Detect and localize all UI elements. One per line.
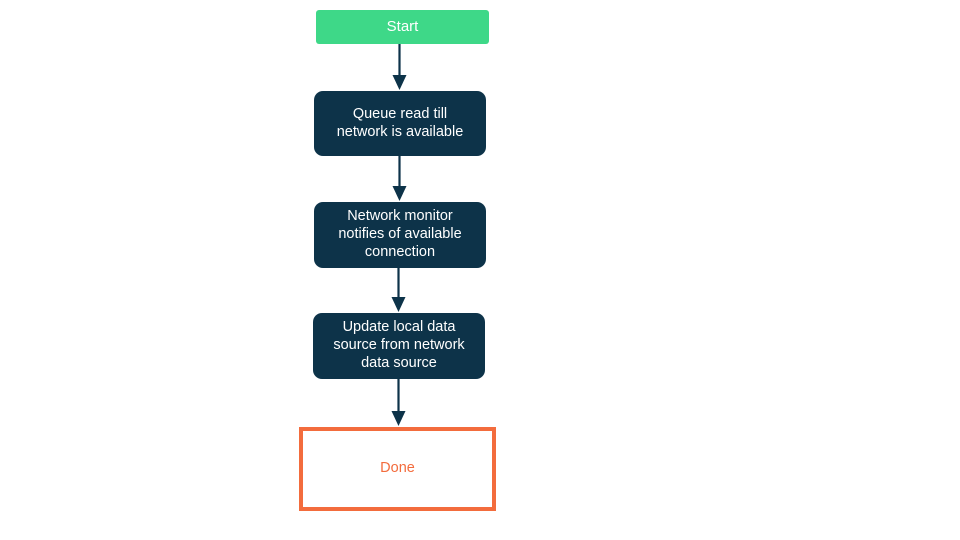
connector-queue-read-to-network-monitor xyxy=(392,156,407,201)
node-queue-read[interactable]: Queue read till network is available xyxy=(314,91,486,156)
node-start[interactable]: Start xyxy=(316,10,489,44)
node-done[interactable]: Done xyxy=(299,427,496,511)
node-network-monitor[interactable]: Network monitor notifies of available co… xyxy=(314,202,486,268)
connector-start-to-queue-read xyxy=(392,44,407,90)
connector-network-monitor-to-update-local xyxy=(391,268,406,312)
node-update-local[interactable]: Update local data source from network da… xyxy=(313,313,485,379)
connector-update-local-to-done xyxy=(391,379,406,426)
